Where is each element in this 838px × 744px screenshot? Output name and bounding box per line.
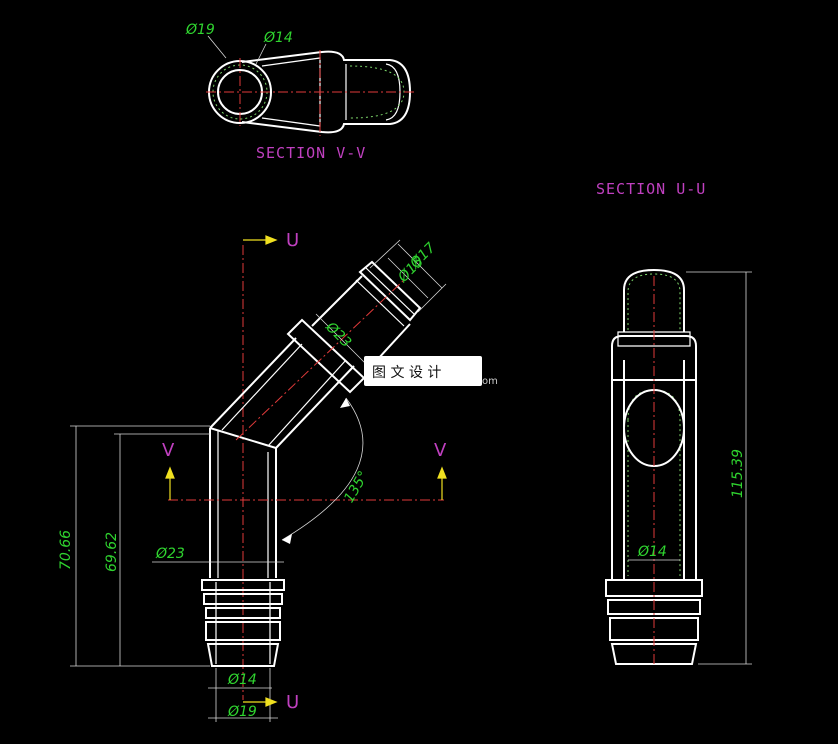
u-barb-1	[605, 579, 703, 597]
cut-arrow-v-right-head	[437, 466, 447, 479]
u-body-outline	[611, 380, 697, 580]
lower-leg-inner	[217, 430, 269, 578]
lower-barbs	[201, 579, 285, 667]
u-top-barb	[623, 268, 685, 332]
barb-ring-2	[203, 593, 283, 605]
cut-letter-u-bottom: U	[286, 692, 299, 713]
leader-d14-top	[255, 43, 267, 65]
dim-top-d14: Ø14	[263, 30, 293, 46]
barb-ring-3	[205, 607, 281, 619]
section-u-u-label: SECTION U-U	[596, 180, 706, 198]
dim-bot-d19: Ø19	[227, 704, 257, 720]
dimline-d17	[397, 243, 443, 289]
cut-letter-v-left: V	[162, 440, 175, 461]
cut-arrow-v-left-head	[165, 466, 175, 479]
barb-ring-4	[205, 621, 281, 641]
u-collar	[611, 335, 697, 381]
upper-barb-tip	[358, 260, 422, 322]
barb-ring-1	[201, 579, 285, 591]
lower-leg-outline	[209, 428, 277, 578]
dimline-d23-upper	[315, 313, 367, 365]
dimline-d15	[387, 257, 429, 299]
section-v-v-label: SECTION V-V	[256, 144, 366, 162]
dim-top-d19: Ø19	[185, 22, 215, 38]
angle-arrow-top	[340, 398, 350, 408]
barb-bore	[215, 582, 271, 664]
angled-centerline	[235, 279, 405, 441]
section-u-u-view: SECTION U-U 115.39 Ø14	[596, 180, 752, 665]
dim-h-7066: 70.66	[58, 530, 74, 570]
u-barb-2	[607, 599, 701, 615]
cut-letter-v-right: V	[434, 440, 447, 461]
watermark-suffix: om	[482, 376, 498, 387]
ext-d17-a	[369, 239, 401, 269]
dim-right-d14: Ø14	[637, 544, 667, 560]
dim-bot-d14: Ø14	[227, 672, 257, 688]
angle-arc	[281, 397, 364, 541]
u-collar-top	[617, 331, 691, 347]
u-body-inner	[623, 360, 685, 580]
cut-arrow-u-bot-head	[265, 697, 278, 707]
watermark-box	[364, 356, 482, 386]
upper-leg-inner	[221, 343, 347, 447]
u-barb-3	[609, 617, 699, 641]
u-barb-tip	[610, 643, 698, 665]
cut-letter-u-top: U	[286, 230, 299, 251]
barb-tip	[206, 643, 280, 667]
upper-leg-outline	[209, 337, 355, 449]
watermark-text: 图 文 设 计	[372, 365, 441, 381]
leader-d19-top	[207, 35, 227, 59]
section-v-v-view: Ø19 Ø14 SECTION V-V	[185, 22, 416, 162]
dim-d23-left: Ø23	[155, 546, 185, 562]
dim-d23-upper: Ø23	[322, 319, 354, 351]
dim-h-6962: 69.62	[104, 532, 120, 572]
cut-arrow-u-top-head	[265, 235, 278, 245]
top-hatch-ring	[212, 64, 268, 120]
watermark: 图 文 设 计 om	[364, 356, 498, 387]
ext-d17-b	[417, 283, 447, 313]
miter-joint-line	[209, 427, 277, 449]
dim-right-h: 115.39	[730, 449, 746, 498]
angle-arrow-bottom	[282, 534, 292, 544]
elbow-main-view: 135° Ø17 Ø15 Ø23 Ø23 70.66 69.62 Ø14 Ø19	[58, 230, 447, 722]
